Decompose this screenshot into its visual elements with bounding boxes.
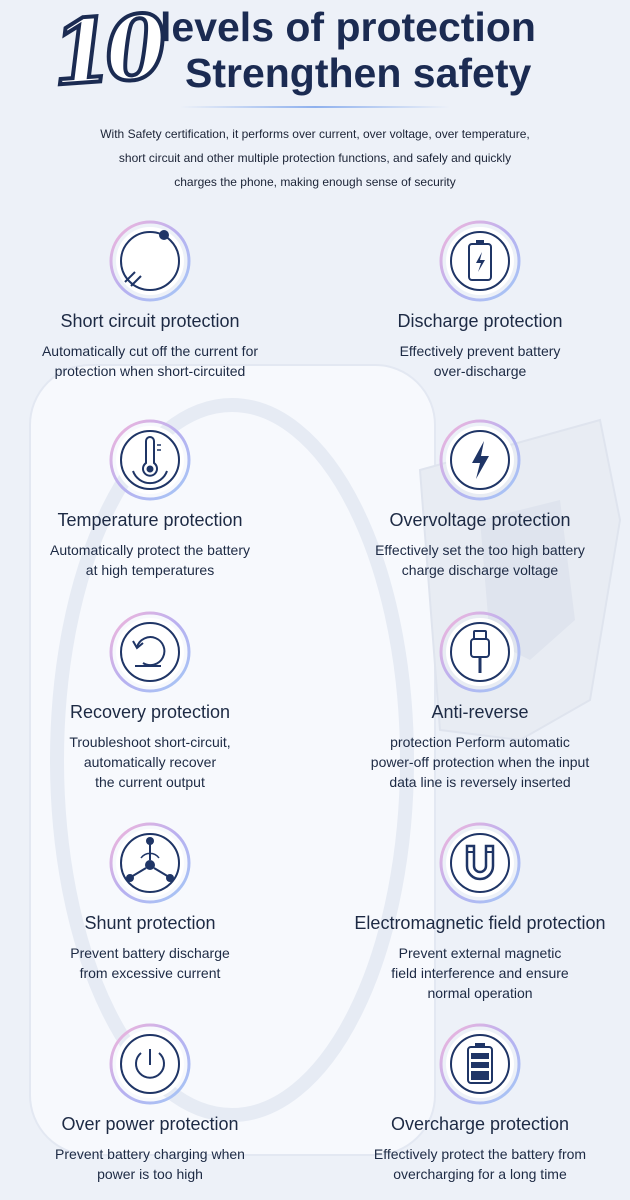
feature-description: Prevent battery charging when power is t… <box>0 1144 300 1184</box>
header: 10 levels of protection Strengthen safet… <box>0 0 630 200</box>
intro-line: short circuit and other multiple protect… <box>118 151 512 165</box>
feature-description: Effectively set the too high battery cha… <box>330 540 630 580</box>
feature-title: Anti-reverse <box>431 702 529 722</box>
desc-line: Automatically cut off the current for <box>41 343 259 359</box>
feature-temperature: Temperature protection Automatically pro… <box>0 419 300 580</box>
desc-line: Effectively prevent battery <box>399 343 561 359</box>
thermometer-icon <box>109 419 191 501</box>
feature-electromagnetic: Electromagnetic field protection Prevent… <box>330 822 630 1003</box>
feature-overcharge: Overcharge protection Effectively protec… <box>330 1023 630 1184</box>
feature-description: Effectively protect the battery from ove… <box>330 1144 630 1184</box>
feature-description: Troubleshoot short-circuit, automaticall… <box>0 732 300 792</box>
desc-line: field interference and ensure <box>391 965 569 981</box>
desc-line: over-discharge <box>433 363 527 379</box>
desc-line: Prevent battery charging when <box>55 1146 245 1162</box>
desc-line: protection Perform automatic <box>390 734 570 750</box>
feature-shunt: Shunt protection Prevent battery dischar… <box>0 822 300 983</box>
desc-line: Prevent battery discharge <box>70 945 230 961</box>
feature-recovery: Recovery protection Troubleshoot short-c… <box>0 611 300 792</box>
recovery-icon <box>109 611 191 693</box>
feature-over-power: Over power protection Prevent battery ch… <box>0 1023 300 1184</box>
battery-charge-icon <box>439 220 521 302</box>
feature-description: Automatically protect the battery at hig… <box>0 540 300 580</box>
desc-line: Troubleshoot short-circuit, <box>69 734 231 750</box>
feature-title: Shunt protection <box>84 913 216 933</box>
desc-line: normal operation <box>427 985 533 1001</box>
desc-line: automatically recover <box>83 754 217 770</box>
desc-line: power-off protection when the input <box>370 754 590 770</box>
desc-line: from excessive current <box>79 965 221 981</box>
desc-line: power is too high <box>97 1166 203 1182</box>
desc-line: data line is reversely inserted <box>389 774 571 790</box>
feature-discharge: Discharge protection Effectively prevent… <box>330 220 630 381</box>
desc-line: Effectively protect the battery from <box>373 1146 587 1162</box>
feature-description: Effectively prevent battery over-dischar… <box>330 341 630 381</box>
power-icon <box>109 1023 191 1105</box>
shunt-icon <box>109 822 191 904</box>
feature-anti-reverse: Anti-reverse protection Perform automati… <box>330 611 630 792</box>
desc-line: overcharging for a long time <box>393 1166 567 1182</box>
feature-description: Automatically cut off the current for pr… <box>0 341 300 381</box>
title-line-2: Strengthen safety <box>185 50 532 96</box>
feature-overvoltage: Overvoltage protection Effectively set t… <box>330 419 630 580</box>
feature-title: Over power protection <box>61 1114 239 1134</box>
desc-line: at high temperatures <box>85 562 215 578</box>
feature-title: Overcharge protection <box>390 1114 570 1134</box>
feature-title: Short circuit protection <box>60 311 240 331</box>
desc-line: protection when short-circuited <box>54 363 246 379</box>
desc-line: charge discharge voltage <box>401 562 559 578</box>
cable-plug-icon <box>439 611 521 693</box>
feature-description: Prevent external magnetic field interfer… <box>330 943 630 1003</box>
feature-title: Temperature protection <box>57 510 243 530</box>
feature-title: Recovery protection <box>69 702 231 722</box>
short-circuit-icon <box>109 220 191 302</box>
battery-full-icon <box>439 1023 521 1105</box>
feature-title: Electromagnetic field protection <box>354 913 606 933</box>
intro-text: With Safety certification, it performs o… <box>40 122 590 194</box>
magnet-icon <box>439 822 521 904</box>
desc-line: Effectively set the too high battery <box>375 542 585 558</box>
feature-title: Overvoltage protection <box>389 510 571 530</box>
desc-line: Automatically protect the battery <box>50 542 250 558</box>
feature-description: protection Perform automatic power-off p… <box>330 732 630 792</box>
feature-description: Prevent battery discharge from excessive… <box>0 943 300 983</box>
big-number: 10 <box>47 0 164 108</box>
desc-line: the current output <box>95 774 205 790</box>
intro-line: charges the phone, making enough sense o… <box>174 175 456 189</box>
title-line-1: levels of protection <box>160 4 536 50</box>
title-divider <box>180 106 450 108</box>
feature-short-circuit: Short circuit protection Automatically c… <box>0 220 300 381</box>
feature-title: Discharge protection <box>397 311 563 331</box>
desc-line: Prevent external magnetic <box>398 945 562 961</box>
lightning-icon <box>439 419 521 501</box>
intro-line: With Safety certification, it performs o… <box>100 127 530 141</box>
